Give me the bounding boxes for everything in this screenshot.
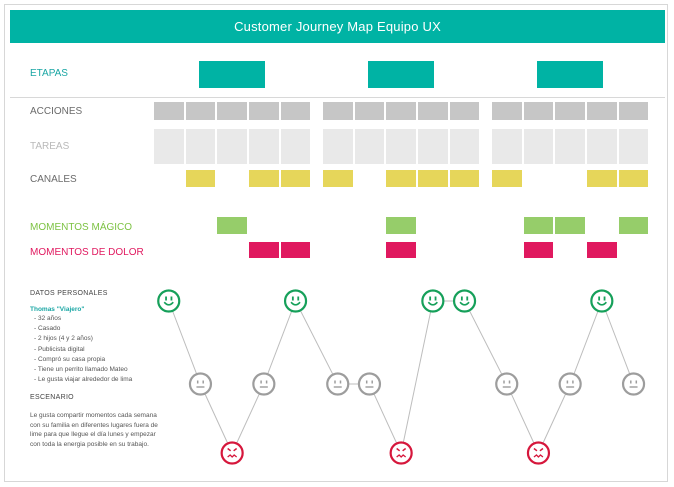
tarea-cell: [587, 129, 617, 164]
accion-cell: [185, 102, 216, 120]
tarea-cell: [492, 129, 522, 164]
personal-data-panel: DATOS PERSONALES Thomas "Viajero" - 32 a…: [30, 290, 160, 385]
row-label-tareas: TAREAS: [30, 141, 70, 152]
happy-face-icon: [157, 289, 181, 313]
tarea-cell: [323, 129, 353, 164]
accion-cell: [555, 102, 585, 120]
neutral-face-icon: [252, 372, 276, 396]
persona-name: Thomas "Viajero": [30, 306, 85, 313]
momento-dolor-cell: [523, 242, 554, 258]
canal-cell: [492, 170, 522, 187]
canal-cell: [618, 170, 649, 187]
accion-cell: [280, 102, 311, 120]
row-label-acciones: ACCIONES: [30, 106, 83, 117]
page-title: Customer Journey Map Equipo UX: [234, 19, 441, 34]
canal-cell: [587, 170, 617, 187]
tarea-cell: [154, 129, 184, 164]
accion-cell: [354, 102, 385, 120]
momento-dolor-cell: [587, 242, 617, 258]
escenario-title: ESCENARIO: [30, 394, 74, 401]
happy-face-icon: [421, 289, 445, 313]
momento-dolor-cell: [249, 242, 279, 258]
row-label-momentos-magico: MOMENTOS MÁGICO: [30, 222, 133, 233]
row-label-etapas: ETAPAS: [30, 68, 68, 79]
personal-data-title: DATOS PERSONALES: [30, 290, 108, 297]
persona-attribute: - Le gusta viajar alrededor de lima: [34, 376, 133, 384]
canal-cell: [449, 170, 480, 187]
persona-attribute: - Compró su casa propia: [34, 355, 106, 363]
page-title-bar: Customer Journey Map Equipo UX: [10, 10, 665, 43]
persona-attribute: - Publicista digital: [34, 345, 85, 353]
etapa-block: [199, 61, 265, 88]
happy-face-icon: [590, 289, 614, 313]
tarea-cell: [555, 129, 585, 164]
neutral-face-icon: [326, 372, 350, 396]
accion-cell: [523, 102, 554, 120]
sad-face-icon: [389, 441, 413, 465]
momento-dolor-cell: [280, 242, 311, 258]
accion-cell: [618, 102, 649, 120]
happy-face-icon: [283, 289, 308, 313]
tarea-cell: [185, 129, 216, 164]
accion-cell: [418, 102, 448, 120]
canal-cell: [323, 170, 353, 187]
row-label-momentos-dolor: MOMENTOS DE DOLOR: [30, 247, 144, 258]
persona-attribute: - Casado: [34, 325, 61, 333]
etapa-block: [368, 61, 434, 88]
neutral-face-icon: [357, 372, 382, 396]
canal-cell: [418, 170, 448, 187]
accion-cell: [386, 102, 416, 120]
tarea-cell: [386, 129, 416, 164]
tarea-cell: [449, 129, 480, 164]
canal-cell: [249, 170, 279, 187]
persona-attribute: - 2 hijos (4 y 2 años): [34, 335, 93, 343]
escenario-text: Le gusta compartir momentos cada semana …: [30, 412, 158, 448]
sad-face-icon: [220, 441, 244, 465]
accion-cell: [154, 102, 184, 120]
canal-cell: [386, 170, 416, 187]
canal-cell: [185, 170, 216, 187]
tarea-cell: [280, 129, 311, 164]
neutral-face-icon: [621, 372, 646, 396]
persona-attributes: - 32 años - Casado - 2 hijos (4 y 2 años…: [30, 314, 160, 385]
tarea-cell: [618, 129, 649, 164]
tarea-cell: [217, 129, 247, 164]
momento-magico-cell: [523, 217, 554, 234]
accion-cell: [323, 102, 353, 120]
neutral-face-icon: [495, 372, 519, 396]
momento-magico-cell: [555, 217, 585, 234]
momento-magico-cell: [618, 217, 649, 234]
canal-cell: [280, 170, 311, 187]
persona-attribute: - Tiene un perrito llamado Mateo: [34, 366, 128, 374]
tarea-cell: [523, 129, 554, 164]
momento-magico-cell: [386, 217, 416, 234]
persona-attribute: - 32 años: [34, 315, 62, 322]
neutral-face-icon: [558, 372, 582, 396]
accion-cell: [492, 102, 522, 120]
tarea-cell: [418, 129, 448, 164]
accion-cell: [217, 102, 247, 120]
sad-face-icon: [526, 441, 551, 465]
row-label-canales: CANALES: [30, 174, 77, 185]
tarea-cell: [354, 129, 385, 164]
accion-cell: [587, 102, 617, 120]
momento-dolor-cell: [386, 242, 416, 258]
neutral-face-icon: [188, 372, 213, 396]
accion-cell: [449, 102, 480, 120]
tarea-cell: [249, 129, 279, 164]
momento-magico-cell: [217, 217, 247, 234]
etapa-block: [537, 61, 603, 88]
accion-cell: [249, 102, 279, 120]
happy-face-icon: [452, 289, 477, 313]
